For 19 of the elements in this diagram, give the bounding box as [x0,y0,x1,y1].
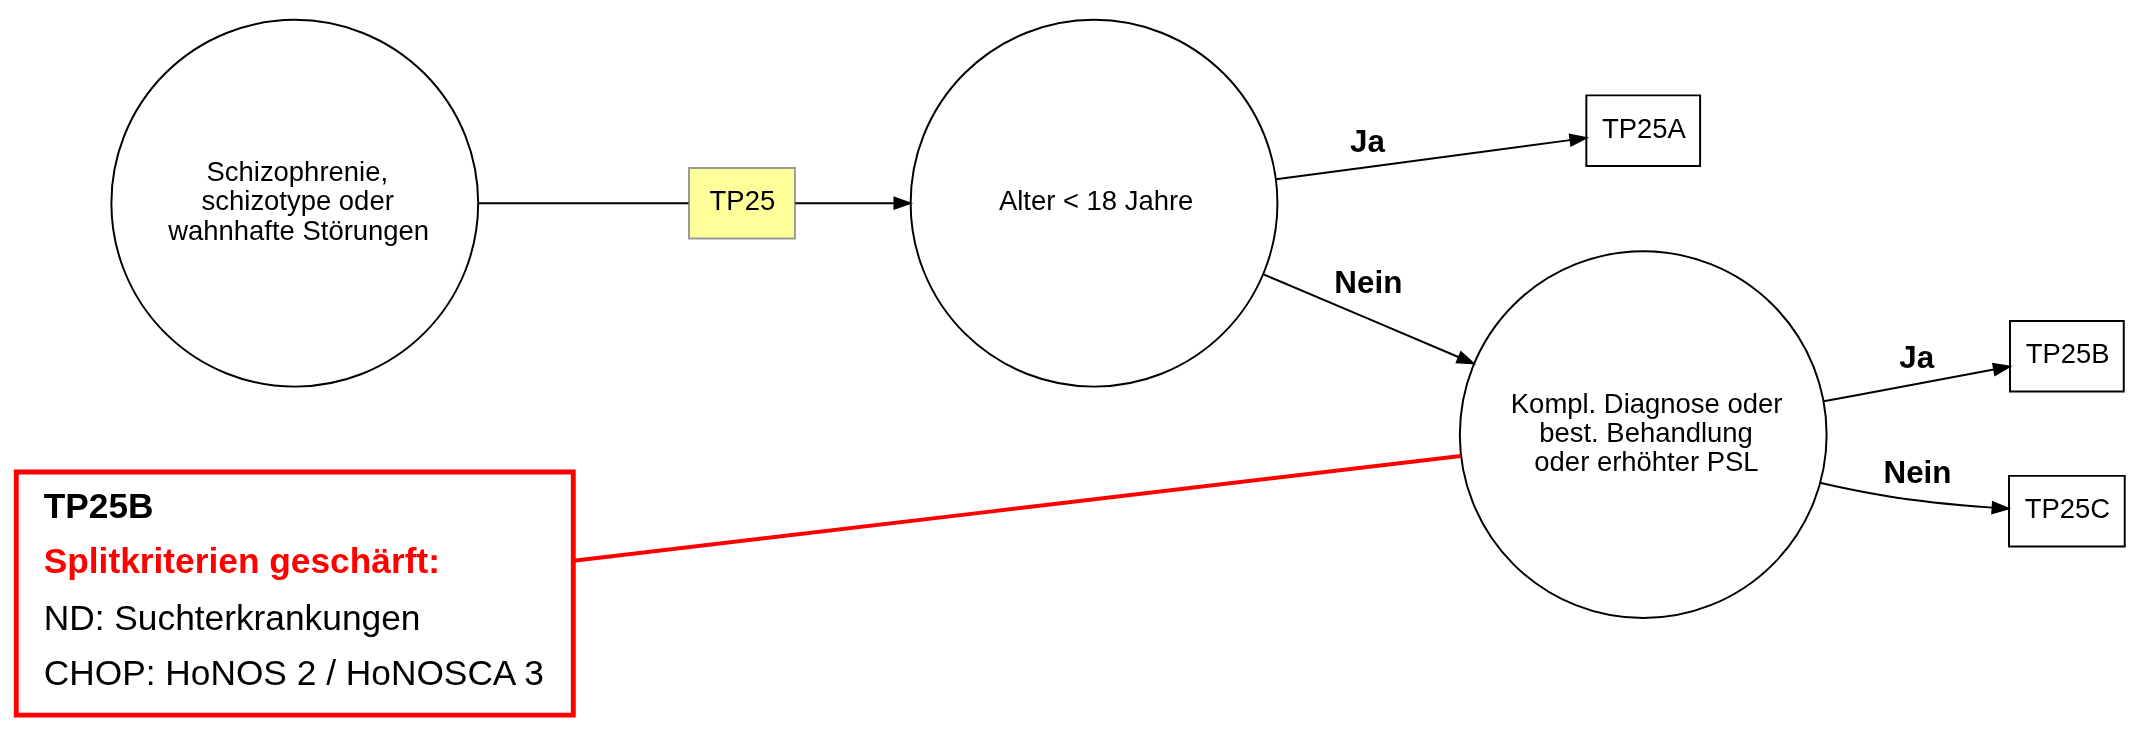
node-box: TP25B Splitkriterien geschärft: ND: Suchterkrankungen CHOP: HoNOS 2 / HoNOSCA 3 [13,469,576,718]
connector [477,201,690,204]
node-circle: Alter < 18 Jahre [909,18,1279,388]
arrow [1819,481,2012,514]
arrow [1262,272,1477,365]
arrow [1275,132,1590,180]
node-circle: Schizophrenie, schizotype oder wahnhafte Störungen [110,18,480,388]
arrow [794,195,914,210]
edge-label: Nein [1334,264,1403,300]
arrow [1822,362,2013,402]
node-box: TP25A [1585,93,1702,167]
node-box: TP25 [688,166,796,239]
edge-label: Ja [1350,123,1385,159]
edge-label: Ja [1899,339,1935,375]
node-box: TP25C [2008,474,2126,547]
connector [573,453,1461,563]
edge-label: Nein [1883,454,1952,490]
node-box: TP25B [2009,319,2125,392]
node-circle: Kompl. Diagnose oder best. Behandlung oder erhöhter PSL [1458,249,1828,619]
